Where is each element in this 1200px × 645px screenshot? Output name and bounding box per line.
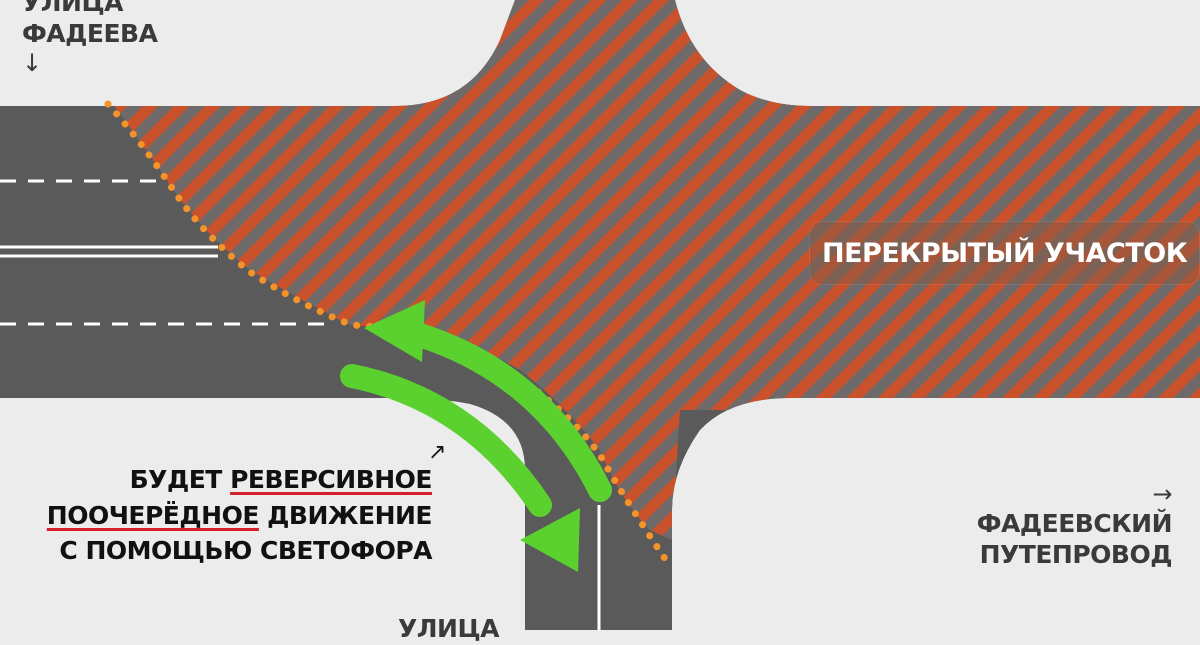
caption-row-1: БУДЕТ РЕВЕРСИВНОЕ [47, 462, 433, 498]
green-double-curved-arrow-icon [340, 300, 612, 572]
street-top-line2: ФАДЕЕВА [22, 18, 158, 48]
caption-word-dvizhenie: ДВИЖЕНИЕ [267, 500, 432, 530]
street-top-line1: УЛИЦА [22, 0, 124, 17]
caption-word-reversivnoe: РЕВЕРСИВНОЕ [230, 465, 432, 494]
closed-section-badge: ПЕРЕКРЫТЫЙ УЧАСТОК [810, 222, 1200, 284]
reversible-traffic-caption: БУДЕТ РЕВЕРСИВНОЕ ПООЧЕРЁДНОЕ ДВИЖЕНИЕ С… [46, 462, 433, 569]
caption-row-2: ПООЧЕРЁДНОЕ ДВИЖЕНИЕ [46, 498, 433, 534]
street-label-fadeevsky-overpass: → ФАДЕЕВСКИЙ ПУТЕПРОВОД [976, 480, 1173, 570]
street-right-line1: ФАДЕЕВСКИЙ [976, 509, 1173, 539]
street-right-line2: ПУТЕПРОВОД [979, 539, 1173, 569]
lane-markings [0, 179, 601, 630]
intersection-map [0, 0, 1200, 630]
arrow-up-right-icon: ↗ [428, 440, 447, 465]
arrow-down-icon: ↓ [22, 49, 42, 77]
caption-word-budet: БУДЕТ [129, 465, 223, 494]
caption-row-3: С ПОМОЩЬЮ СВЕТОФОРА [59, 536, 432, 565]
street-label-bottom: УЛИЦА [398, 614, 500, 643]
caption-word-poocherednoe: ПООЧЕРЁДНОЕ [46, 500, 260, 530]
arrow-right-icon: → [1152, 480, 1172, 508]
street-label-fadeeva: УЛИЦА ФАДЕЕВА ↓ [22, 0, 158, 78]
